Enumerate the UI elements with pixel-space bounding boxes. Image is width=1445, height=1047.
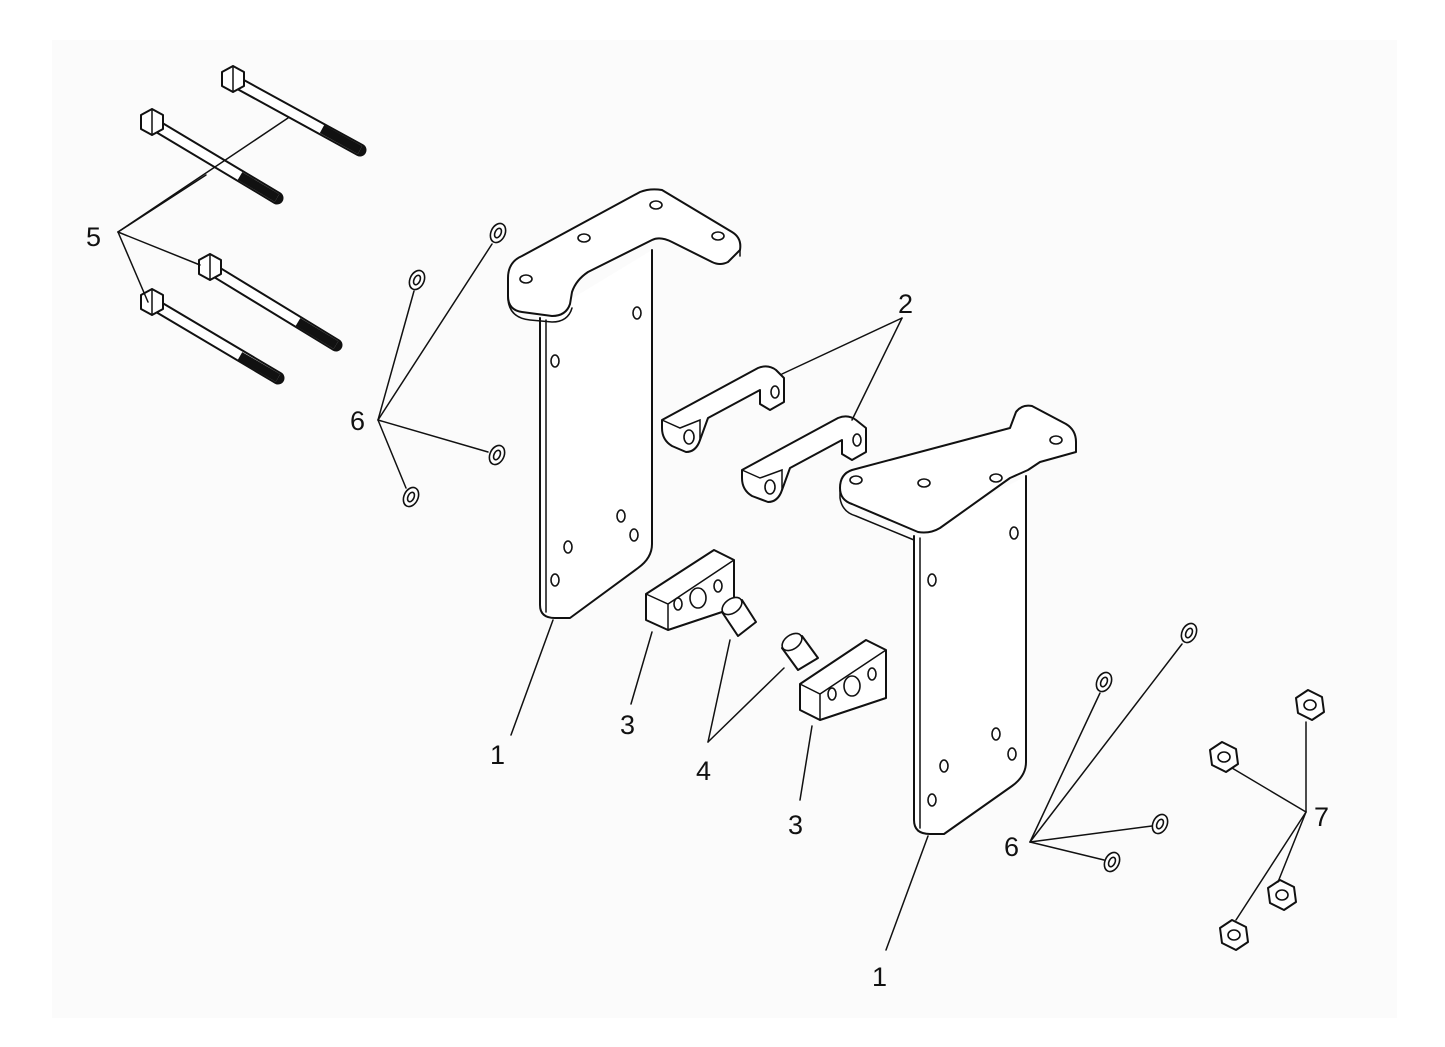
block-right (799, 639, 887, 801)
bolt-group (117, 65, 367, 385)
nut-group (1209, 689, 1325, 951)
washer-group-left (377, 222, 507, 508)
nut (1295, 689, 1325, 721)
callout-washer-left: 6 (350, 406, 365, 436)
bolt (198, 253, 343, 352)
callout-washer-right: 6 (1004, 832, 1019, 862)
callout-bolt: 5 (86, 222, 101, 252)
nut (1209, 741, 1239, 773)
callout-block-right: 3 (788, 810, 803, 840)
bolt (140, 288, 285, 385)
bracket-right (839, 404, 1077, 951)
callout-bracket-right: 1 (872, 962, 887, 992)
bolt (140, 108, 284, 205)
washer-group-right (1029, 622, 1198, 873)
bushing-group (707, 596, 819, 743)
block-left (630, 549, 735, 705)
callout-spacer: 2 (898, 289, 913, 319)
callout-nut: 7 (1314, 802, 1329, 832)
callout-bracket-left: 1 (490, 740, 505, 770)
callout-bushing: 4 (696, 756, 711, 786)
spacer-group (661, 317, 903, 503)
bracket-left (507, 188, 742, 736)
bolt (221, 65, 367, 157)
callout-block-left: 3 (620, 710, 635, 740)
nut (1219, 919, 1249, 951)
nut (1267, 879, 1297, 911)
